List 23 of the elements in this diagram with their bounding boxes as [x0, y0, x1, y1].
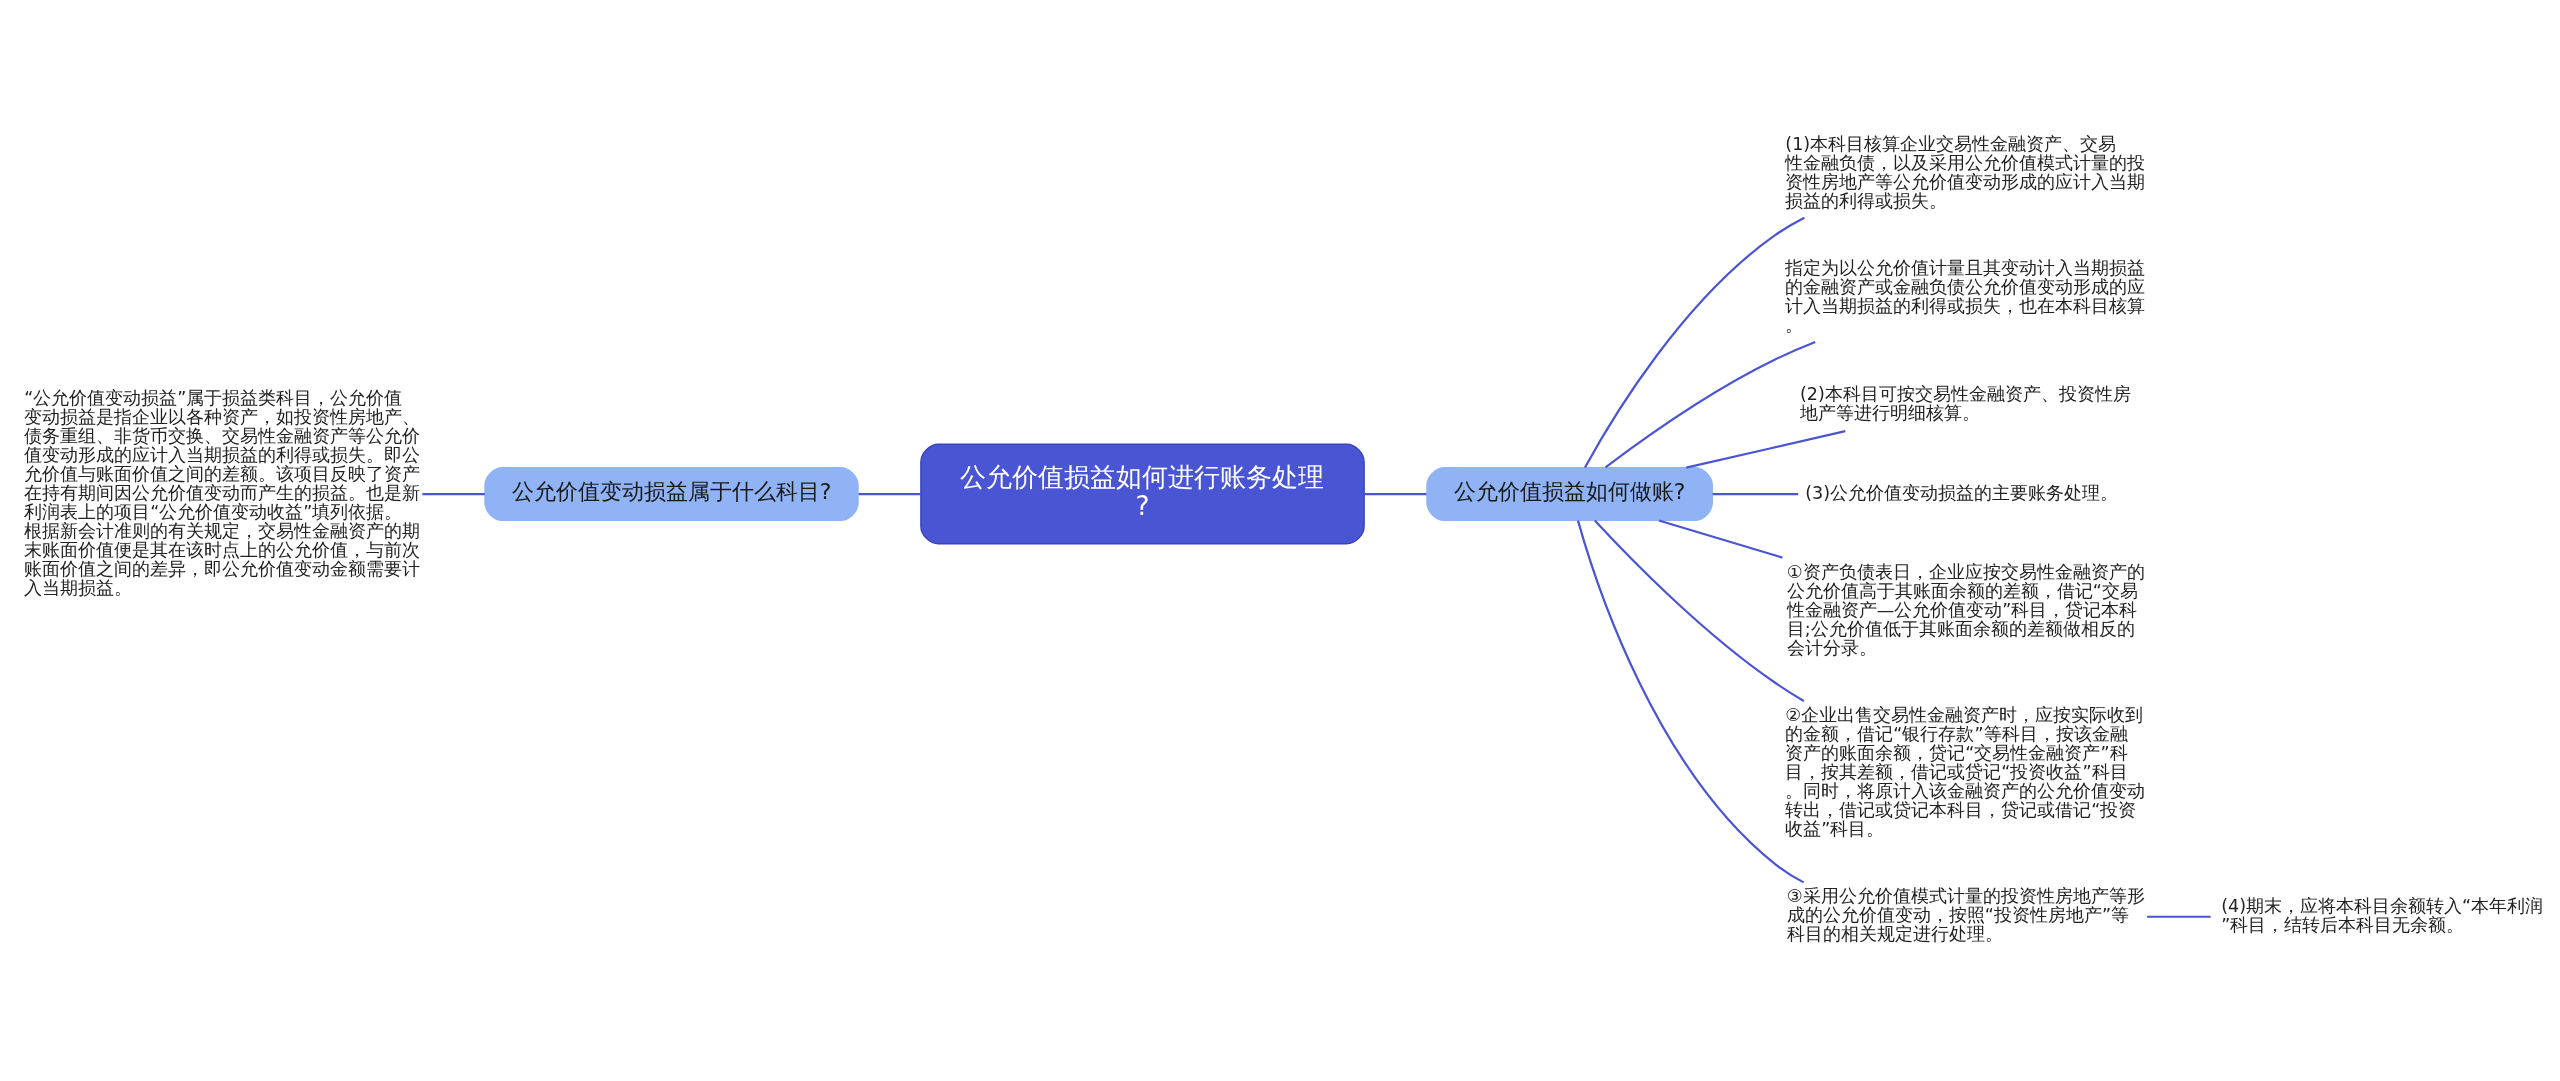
node-text: ②企业出售交易性金融资产时，应按实际收到的金额，借记“银行存款”等科目，按该金融资产的账面余额，贷记“交易性金融资产”科目，按其差额，借记或贷记“投资收益”科目。同时，将原计入该金融资产的公允价值变动转出，借记或贷记本科目，贷记或借记“投资收益”科目。 — [1785, 704, 2146, 840]
node-box: 公允价值损益如何做账? — [1426, 467, 1713, 522]
connector — [858, 492, 921, 496]
connector — [1364, 492, 1427, 496]
node-text: (2)本科目可按交易性金融资产、投资性房地产等进行明细核算。 — [1799, 383, 2131, 423]
connector — [1686, 430, 1846, 469]
node-text: ①资产负债表日，企业应按交易性金融资产的公允价值高于其账面余额的差额，借记“交易性金融资产—公允价值变动”科目，贷记本科目;公允价值低于其账面余额的差额做相反的会计分录。 — [1786, 561, 2145, 658]
connector — [1594, 519, 1805, 702]
connector — [1712, 492, 1799, 496]
connector — [1604, 341, 1816, 469]
connector — [1584, 216, 1805, 468]
connector — [1576, 520, 1805, 884]
node-box: 公允价值变动损益属于什么科目? — [484, 467, 859, 522]
node-text: ③采用公允价值模式计量的投资性房地产等形成的公允价值变动，按照“投资性房地产”等科目的相关规定进行处理。 — [1786, 886, 2145, 945]
node-text: (4)期末，应将本科目余额转入“本年利润”科目，结转后本科目无余额。 — [2221, 895, 2544, 935]
node-text: 指定为以公允价值计量且其变动计入当期损益的金融资产或金融负债公允价值变动形成的应计入当期损益的利得或损失，也在本科目核算。 — [1785, 258, 2146, 336]
connector — [2147, 915, 2211, 918]
node-box: 公允价值损益如何进行账务处理? — [920, 443, 1365, 545]
connector — [422, 492, 485, 496]
node-text: (3)公允价值变动损益的主要账务处理。 — [1805, 482, 2119, 503]
node-text: “公允价值变动损益”属于损益类科目，公允价值变动损益是指企业以各种资产，如投资性房地产、债务重组、非货币交换、交易性金融资产等公允价值变动形成的应计入当期损益的利得或损失。即公允价值与账面价值之间的差额。该项目反映了资产在持有期间因公允价值变动而产生的损益。也是新利润表上的项目“公允价值变动收益”填列依据。根据新会计准则的有关规定，交易性金融资产的期末账面价值便是其在该时点上的公允价值，与前次账面价值之间的差异，即公允价值变动金额需要计入当期损益。 — [24, 387, 421, 598]
node-text: (1)本科目核算企业交易性金融资产、交易性金融负债，以及采用公允价值模式计量的投资性房地产等公允价值变动形成的应计入当期损益的利得或损失。 — [1785, 133, 2146, 211]
connector — [1658, 519, 1783, 559]
